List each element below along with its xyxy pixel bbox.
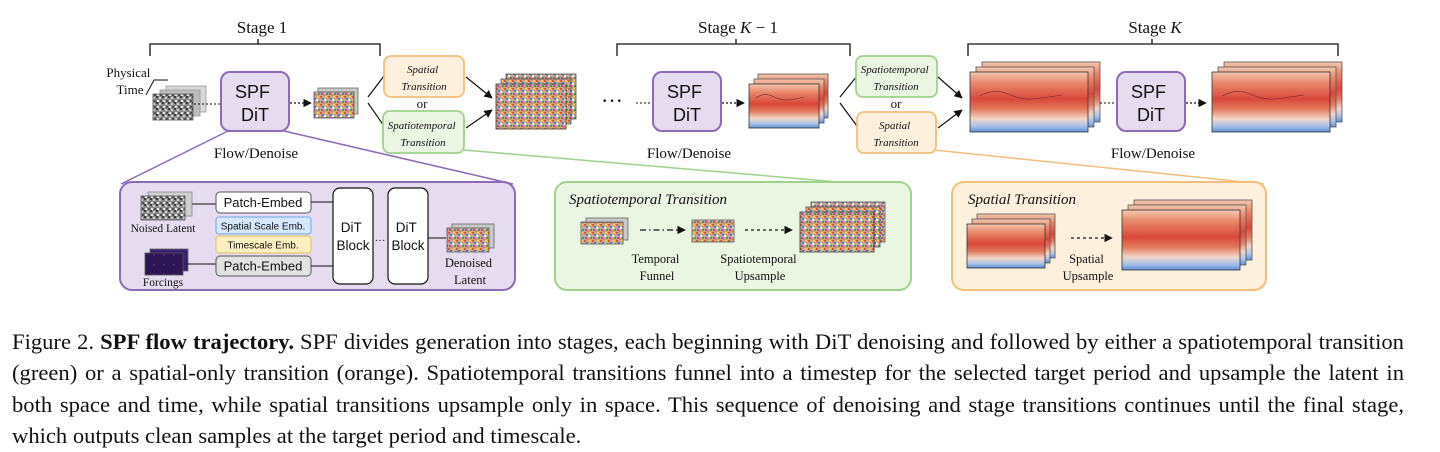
svg-text:Spatial Transition: Spatial Transition bbox=[401, 64, 447, 93]
spatiotemporal-transition-option-2: Spatiotemporal Transition bbox=[855, 55, 938, 98]
noised-latent-thumb bbox=[140, 191, 193, 221]
svg-text:DiT Block: DiT Block bbox=[336, 220, 369, 253]
caption-title: SPF flow trajectory. bbox=[100, 329, 294, 354]
or-label-1: or bbox=[417, 96, 429, 111]
svg-text:Patch-Embed: Patch-Embed bbox=[224, 195, 303, 210]
sp-detail-title: Spatial Transition bbox=[968, 192, 1076, 208]
st-input-stack bbox=[580, 217, 629, 245]
temporal-funnel-label: Temporal Funnel bbox=[632, 252, 683, 283]
flow-denoise-label-stage-k: Flow/Denoise bbox=[1111, 146, 1196, 162]
figure-number: Figure 2. bbox=[12, 329, 95, 354]
svg-text:Spatiotemporal Transitio: Spatiotemporal Transition bbox=[861, 64, 932, 93]
denoised-latent-thumb bbox=[446, 223, 495, 253]
st-detail-title: Spatiotemporal Transition bbox=[569, 192, 727, 208]
svg-text:Timescale Emb.: Timescale Emb. bbox=[227, 241, 298, 252]
denoised-latent-label: Denoised Latent bbox=[445, 256, 495, 287]
stage-1-label: Stage 1 bbox=[237, 18, 288, 37]
arrow-to-final-1 bbox=[937, 76, 963, 99]
svg-text:Spatiotemporal Transitio: Spatiotemporal Transition bbox=[388, 120, 459, 149]
sp-input-stack bbox=[966, 213, 1056, 269]
branch-line-down-2 bbox=[839, 102, 858, 127]
dit-block-1: DiT Block bbox=[332, 187, 374, 285]
stage-gap-ellipsis: ··· bbox=[601, 88, 623, 113]
st-funnel-output bbox=[691, 219, 735, 243]
spatial-scale-emb: Spatial Scale Emb. bbox=[215, 216, 312, 235]
svg-text:SPF DiT: SPF DiT bbox=[235, 82, 275, 125]
denoised-output-stage-k-minus-1 bbox=[748, 73, 829, 129]
flow-denoise-label-stage-k-minus-1: Flow/Denoise bbox=[647, 146, 732, 162]
svg-text:SPF DiT: SPF DiT bbox=[667, 82, 707, 125]
svg-text:SPF DiT: SPF DiT bbox=[1131, 82, 1171, 125]
spatial-transition-option-1: Spatial Transition bbox=[383, 55, 465, 98]
caption-body: SPF divides generation into stages, each… bbox=[12, 329, 1404, 449]
arrow-to-upsampled-2 bbox=[465, 109, 493, 129]
spf-dit-box-stage-k: SPF DiT bbox=[1116, 71, 1186, 132]
branch-line-up-2 bbox=[839, 75, 858, 98]
spatial-transition-option-2: Spatial Transition bbox=[856, 111, 937, 154]
arrow-to-upsampled-1 bbox=[465, 76, 493, 99]
svg-text:Spatial Scale Emb.: Spatial Scale Emb. bbox=[221, 222, 306, 233]
physical-time-pointer bbox=[145, 79, 168, 96]
dit-block-dots: ··· bbox=[375, 235, 386, 247]
figure-caption: Figure 2. SPF flow trajectory. SPF divid… bbox=[12, 326, 1404, 452]
noised-latent-label: Noised Latent bbox=[131, 223, 197, 235]
spf-dit-box-stage-k-minus-1: SPF DiT bbox=[652, 71, 722, 132]
sp-output-stack bbox=[1121, 199, 1253, 271]
stage-k-input-stack bbox=[969, 61, 1101, 133]
st-upsample-label: Spatiotemporal Upsample bbox=[720, 252, 800, 283]
timescale-emb: Timescale Emb. bbox=[215, 235, 312, 254]
flow-denoise-label-stage-1: Flow/Denoise bbox=[214, 146, 299, 162]
forcings-label: Forcings bbox=[143, 277, 184, 289]
forcings-thumb bbox=[144, 248, 189, 276]
dit-block-2: DiT Block bbox=[387, 187, 429, 285]
noised-input-stack bbox=[152, 85, 207, 121]
st-detail-connector bbox=[463, 149, 863, 185]
spatial-upsample-label: Spatial Upsample bbox=[1063, 252, 1114, 283]
or-label-2: or bbox=[891, 96, 903, 111]
denoised-output-stage-1 bbox=[313, 87, 359, 119]
upsampled-noisy-stack bbox=[495, 73, 577, 130]
svg-text:DiT Block: DiT Block bbox=[391, 220, 424, 253]
arrow-to-final-2 bbox=[937, 109, 963, 129]
st-output-stack bbox=[799, 201, 886, 253]
final-output-stack bbox=[1211, 61, 1343, 133]
spf-dit-box-stage-1: SPF DiT bbox=[220, 71, 290, 132]
patch-embed-bottom: Patch-Embed bbox=[215, 255, 312, 277]
stage-k-minus-1-label: Stage K − 1 bbox=[698, 18, 778, 37]
stage-k-label: Stage K bbox=[1128, 18, 1183, 37]
spatiotemporal-transition-option-1: Spatiotemporal Transition bbox=[382, 110, 465, 154]
patch-embed-top: Patch-Embed bbox=[215, 191, 312, 214]
physical-time-label: Physical Time bbox=[106, 65, 153, 97]
stage-k-brace bbox=[967, 39, 1339, 56]
stage-k-minus-1-brace bbox=[616, 39, 851, 56]
dit-detail-connector-right bbox=[283, 130, 514, 185]
branch-line-down-1 bbox=[367, 102, 385, 127]
spf-diagram: Stage 1 Stage K − 1 Stage K Physical Tim… bbox=[106, 18, 1343, 291]
branch-line-up-1 bbox=[367, 75, 385, 98]
sp-detail-connector bbox=[933, 149, 1265, 185]
svg-text:Spatial Transition: Spatial Transition bbox=[873, 120, 919, 149]
svg-text:Patch-Embed: Patch-Embed bbox=[224, 259, 303, 274]
dit-detail-connector-left bbox=[120, 130, 229, 185]
stage-1-brace bbox=[149, 39, 381, 56]
